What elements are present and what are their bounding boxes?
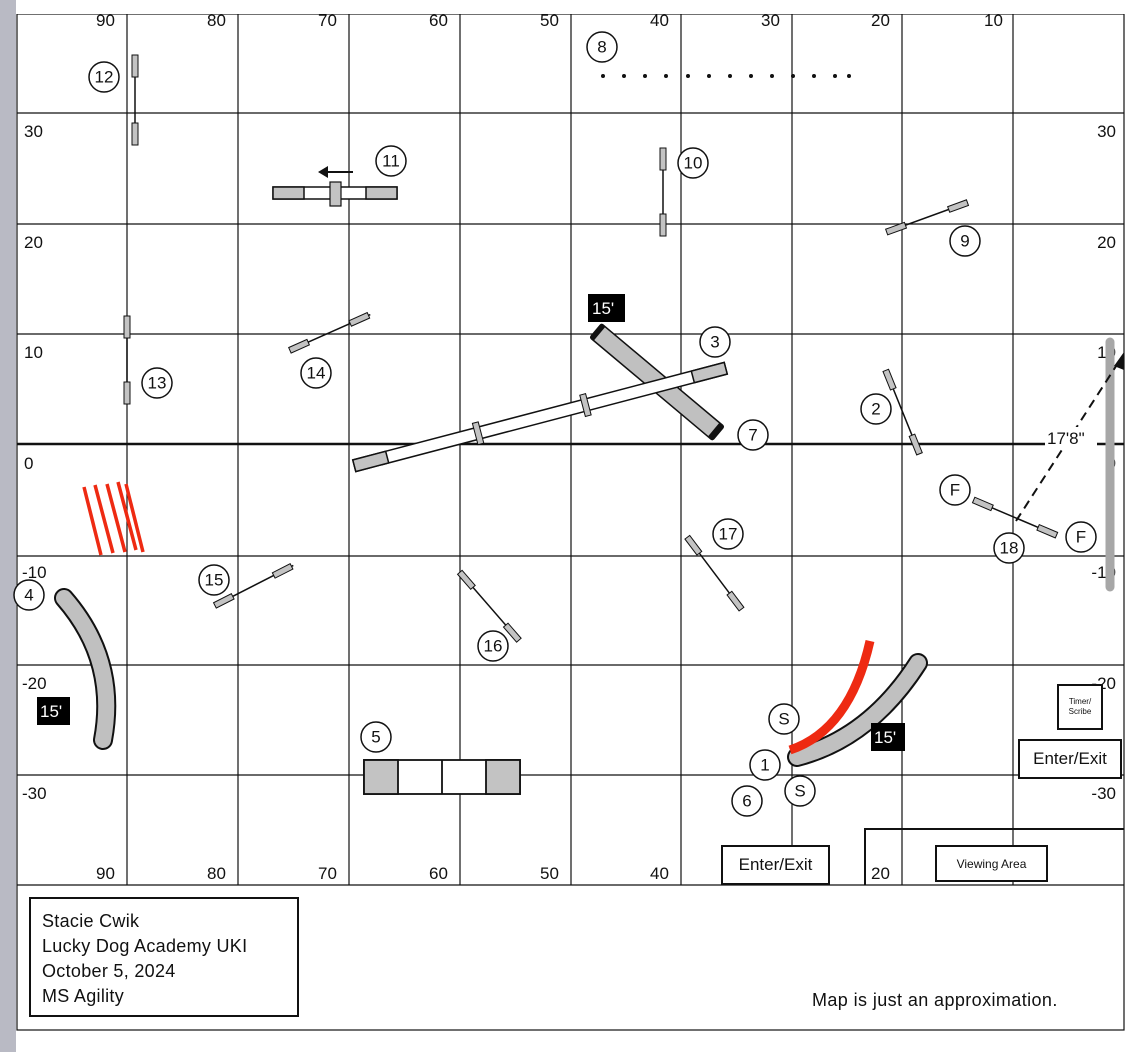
marker-1: 1 [760, 756, 769, 775]
jump-17 [684, 534, 745, 612]
marker-5: 5 [371, 728, 380, 747]
x-axis-labels-top: 90 80 70 60 50 40 30 20 10 [96, 11, 1003, 30]
jump-18 [971, 496, 1059, 539]
y-label: 30 [24, 122, 43, 141]
distance-label-bg [1045, 427, 1097, 447]
marker-17: 17 [719, 525, 738, 544]
weave-poles-8 [601, 74, 851, 78]
y-label: 30 [1097, 122, 1116, 141]
left-edge-strip [0, 0, 16, 1052]
approximation-note: Map is just an approximation. [812, 990, 1058, 1010]
marker-10: 10 [684, 154, 703, 173]
tunnel-length: 15' [874, 728, 896, 747]
enter-exit-bottom: Enter/Exit [721, 845, 830, 885]
timer-scribe-box: Timer/ Scribe [1057, 684, 1103, 730]
x-label: 80 [207, 864, 226, 883]
y-label: -10 [22, 563, 47, 582]
judge-name: Stacie Cwik [42, 911, 140, 931]
tunnel-length-badge [588, 294, 625, 322]
red-path [788, 640, 875, 755]
marker-9: 9 [960, 232, 969, 251]
y-label: -20 [22, 674, 47, 693]
y-label: -30 [1091, 784, 1116, 803]
dogwalk-3 [351, 361, 729, 473]
x-label: 10 [984, 11, 1003, 30]
x-label: 50 [540, 11, 559, 30]
obstacle-number-markers [13, 31, 1025, 817]
tunnel-length-badge [37, 697, 70, 725]
x-label: 60 [429, 864, 448, 883]
tunnel-length: 15' [40, 702, 62, 721]
marker-6: 6 [742, 792, 751, 811]
x-label: 70 [318, 11, 337, 30]
y-axis-labels-left: 30 20 10 0 -10 -20 -30 [22, 122, 47, 803]
x-label: 80 [207, 11, 226, 30]
start-finish-markers [768, 474, 1097, 807]
y-label: 10 [24, 343, 43, 362]
jump-9 [884, 199, 970, 236]
enter-exit-label: Enter/Exit [738, 855, 813, 874]
grid [16, 13, 1125, 1031]
jump-2 [882, 368, 923, 456]
jump-16 [456, 569, 522, 643]
marker-14: 14 [307, 364, 326, 383]
finish-marker: F [950, 481, 960, 500]
event-date: October 5, 2024 [42, 961, 176, 981]
class-name: MS Agility [42, 986, 125, 1006]
y-label: 20 [1097, 233, 1116, 252]
marker-8: 8 [597, 38, 606, 57]
marker-7: 7 [748, 426, 757, 445]
marker-11: 11 [382, 152, 400, 171]
y-label: 0 [24, 454, 33, 473]
marker-4: 4 [24, 586, 33, 605]
start-marker: S [778, 710, 789, 729]
marker-13: 13 [148, 374, 167, 393]
enter-exit-right: Enter/Exit [1018, 739, 1122, 779]
jump-13 [123, 315, 131, 405]
x-label: 40 [650, 864, 669, 883]
x-axis-labels-bottom: 90 80 70 60 50 40 20 [96, 864, 890, 883]
marker-15: 15 [205, 571, 224, 590]
jump-11 [272, 166, 398, 207]
x-label: 90 [96, 864, 115, 883]
marker-16: 16 [484, 637, 503, 656]
tunnel-length: 15' [592, 299, 614, 318]
x-label: 70 [318, 864, 337, 883]
timer-scribe-label: Timer/ Scribe [1068, 697, 1092, 716]
x-label: 40 [650, 11, 669, 30]
venue-name: Lucky Dog Academy UKI [42, 936, 248, 956]
marker-2: 2 [871, 400, 880, 419]
course-info-box: Stacie Cwik Lucky Dog Academy UKI Octobe… [29, 897, 299, 1017]
distance-label: 17'8" [1047, 429, 1085, 448]
jump-14 [288, 311, 371, 354]
marker-3: 3 [710, 333, 719, 352]
viewing-area-label: Viewing Area [956, 856, 1027, 871]
obstacle-5 [363, 759, 521, 795]
x-label: 20 [871, 11, 890, 30]
finish-marker: F [1076, 528, 1086, 547]
start-marker: S [794, 782, 805, 801]
enter-exit-label: Enter/Exit [1033, 749, 1107, 768]
x-label: 20 [871, 864, 890, 883]
jump-10 [659, 147, 667, 237]
tunnel-length-badge [871, 723, 905, 751]
marker-12: 12 [95, 68, 114, 87]
viewing-area-outline [864, 828, 1124, 885]
jump-15 [212, 563, 294, 609]
y-label: 20 [24, 233, 43, 252]
marker-18: 18 [1000, 539, 1019, 558]
red-marks [82, 481, 145, 556]
x-label: 50 [540, 864, 559, 883]
x-label: 90 [96, 11, 115, 30]
jump-12 [131, 54, 139, 146]
x-label: 60 [429, 11, 448, 30]
viewing-area-box: Viewing Area [935, 845, 1048, 882]
y-label: -30 [22, 784, 47, 803]
top-margin [16, 0, 1125, 14]
distance-arrow [1114, 352, 1124, 370]
x-label: 30 [761, 11, 780, 30]
